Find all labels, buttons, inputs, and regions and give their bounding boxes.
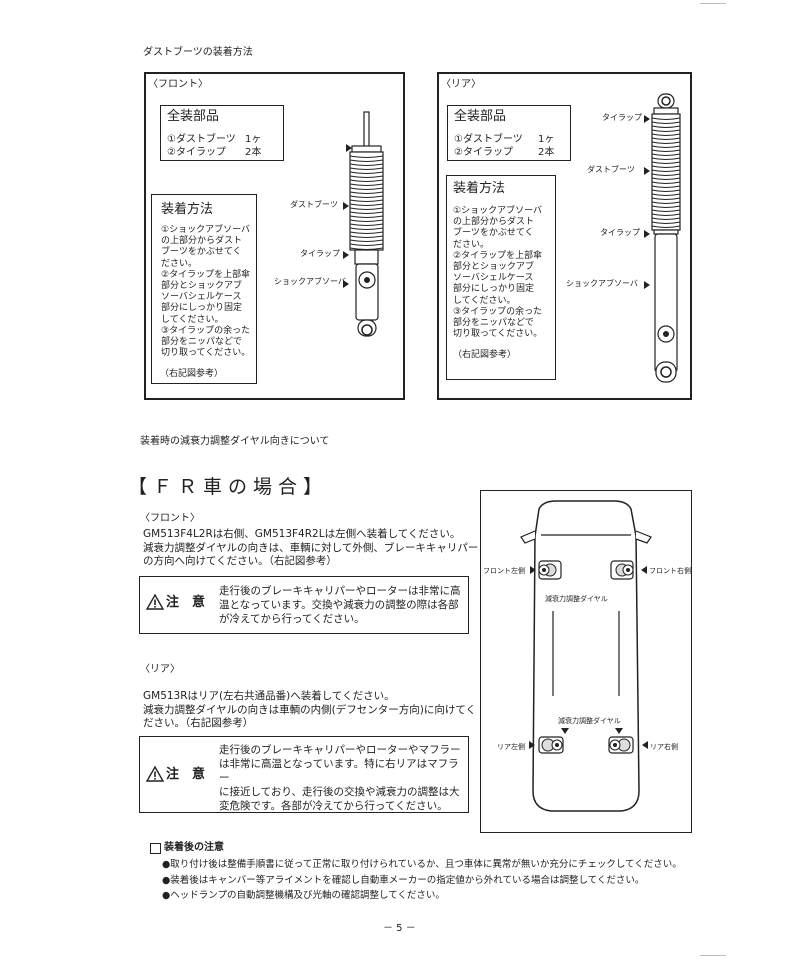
front-tag: 〈フロント〉 (148, 79, 208, 90)
front-part-qty-2: 2本 (245, 147, 262, 158)
rear-parts-box: 全装部品 ①ダストブーツ 1ヶ ②タイラップ 2本 (447, 105, 571, 161)
front-right-label: フロント右側 (649, 567, 691, 575)
rear-tie-wrap-top-marker (644, 115, 650, 123)
front-dust-boot-marker (343, 202, 349, 210)
dial-rear-tag: 〈リア〉 (140, 664, 180, 675)
front-caution-label: 注 意 (166, 595, 206, 610)
rear-method-note: （右記図参考） (453, 350, 517, 360)
front-shock-illustration (349, 111, 384, 337)
front-method-box: 装着方法 ①ショックアブソーバ の上部分からダスト ブーツをかぶせてく ださい。… (151, 194, 257, 384)
notes-title: 装着後の注意 (164, 842, 224, 853)
rear-part-qty-1: 1ヶ (538, 134, 555, 145)
rear-dial-right-marker (615, 728, 623, 734)
dial-section-heading: 装着時の減衰力調整ダイヤル向きについて (140, 436, 330, 447)
boot-section-heading: ダストブーツの装着方法 (143, 47, 253, 58)
rear-right-marker (642, 741, 648, 749)
page-number: － 5 － (383, 923, 416, 934)
front-shock-label: ショックアブソーバ (274, 277, 346, 286)
rear-left-marker (529, 741, 535, 749)
rear-caution-box: 注 意 走行後のブレーキキャリパーやローターやマフラー は非常に高温となっていま… (139, 736, 469, 813)
front-right-marker (641, 566, 647, 574)
rear-dust-boot-marker (644, 167, 650, 175)
front-part-name-2: ②タイラップ (167, 147, 226, 158)
rear-shock-marker (644, 281, 650, 289)
front-caution-text: 走行後のブレーキキャリパーやローターは非常に高 温となっています。交換や減衰力の… (219, 585, 461, 625)
dial-front-tag: 〈フロント〉 (140, 513, 200, 524)
warning-icon (145, 765, 165, 782)
rear-dial-left-marker (561, 728, 569, 734)
rear-tie-wrap-top-label: タイラップ (602, 113, 642, 122)
rear-method-text: ①ショックアブソーバ の上部分からダスト ブーツをかぶせてく ださい。 ②タイラ… (453, 206, 543, 340)
rear-parts-title: 全装部品 (454, 109, 507, 124)
front-left-label: フロント左側 (483, 567, 525, 575)
front-boot-panel: 〈フロント〉 全装部品 ①ダストブーツ 1ヶ ②タイラップ 2本 装着方法 ①シ… (144, 72, 405, 400)
front-dust-boot-label: ダストブーツ (290, 200, 338, 209)
rear-dust-boot-label: ダストブーツ (587, 165, 635, 174)
front-tie-wrap-label: タイラップ (300, 249, 340, 258)
front-tie-wrap-marker (343, 251, 349, 259)
front-shock-marker (343, 280, 349, 288)
rear-part-name-2: ②タイラップ (454, 147, 513, 158)
rear-method-box: 装着方法 ①ショックアブソーバ の上部分からダスト ブーツをかぶせてく ださい。… (446, 175, 556, 380)
notes-item-1: ●取り付け後は整備手順書に従って正常に取り付けられているか、且つ車体に異常が無い… (162, 859, 682, 870)
rear-right-label: リア右側 (650, 743, 678, 751)
dial-front-text: GM513F4L2Rは右側、GM513F4R2Lは左側へ装着してください。 減衰… (143, 528, 479, 567)
front-caution-box: 注 意 走行後のブレーキキャリパーやローターは非常に高 温となっています。交換や… (139, 576, 469, 634)
rear-left-label: リア左側 (497, 743, 525, 751)
front-method-note: （右記図参考） (160, 369, 224, 379)
front-method-title: 装着方法 (161, 202, 214, 217)
notes-item-3: ●ヘッドランプの自動調整機構及び光軸の確認調整してください。 (162, 890, 445, 901)
fr-vehicle-title: 【ＦＲ車の場合】 (128, 476, 329, 498)
page-corner-mark-top (700, 3, 726, 4)
rear-dial-label: 減衰力調整ダイヤル (558, 717, 621, 725)
notes-list: ●取り付け後は整備手順書に従って正常に取り付けられているか、且つ車体に異常が無い… (162, 857, 682, 904)
rear-tie-wrap-bottom-marker (644, 230, 650, 238)
rear-boot-panel: 〈リア〉 全装部品 ①ダストブーツ 1ヶ ②タイラップ 2本 装着方法 ①ショッ… (437, 72, 692, 400)
rear-part-qty-2: 2本 (538, 147, 555, 158)
rear-tie-wrap-bottom-label: タイラップ (600, 228, 640, 237)
front-part-qty-1: 1ヶ (245, 134, 262, 145)
front-method-text: ①ショックアブソーバ の上部分からダスト ブーツをかぶせてく ださい。 ②タイラ… (161, 225, 251, 359)
notes-checkbox-icon (150, 843, 161, 854)
front-dial-label: 減衰力調整ダイヤル (545, 595, 608, 603)
front-parts-title: 全装部品 (167, 109, 220, 124)
front-left-marker (530, 566, 536, 574)
rear-method-title: 装着方法 (453, 181, 506, 196)
rear-part-name-1: ①ダストブーツ (454, 134, 523, 145)
car-outline-illustration (520, 500, 652, 812)
rear-caution-text: 走行後のブレーキキャリパーやローターやマフラー は非常に高温となっています。特に… (219, 744, 461, 812)
rear-tag: 〈リア〉 (441, 79, 481, 90)
rear-caution-label: 注 意 (166, 767, 206, 782)
front-tie-wrap-top-marker (346, 144, 352, 152)
dial-rear-text: GM513Rはリア(左右共通品番)へ装着してください。 減衰力調整ダイヤルの向き… (143, 690, 477, 729)
page-corner-mark-bottom (700, 955, 726, 956)
front-parts-box: 全装部品 ①ダストブーツ 1ヶ ②タイラップ 2本 (160, 105, 284, 161)
rear-shock-illustration (651, 93, 681, 383)
notes-item-2: ●装着後はキャンバー等アライメントを確認し自動車メーカーの指定値から外れている場… (162, 874, 645, 886)
front-part-name-1: ①ダストブーツ (167, 134, 236, 145)
rear-shock-label: ショックアブソーバ (566, 279, 638, 288)
warning-icon (145, 593, 165, 610)
car-diagram-panel: フロント左側 フロント右側 減衰力調整ダイヤル 減衰力調整ダイヤル リア左側 リ… (480, 490, 692, 833)
